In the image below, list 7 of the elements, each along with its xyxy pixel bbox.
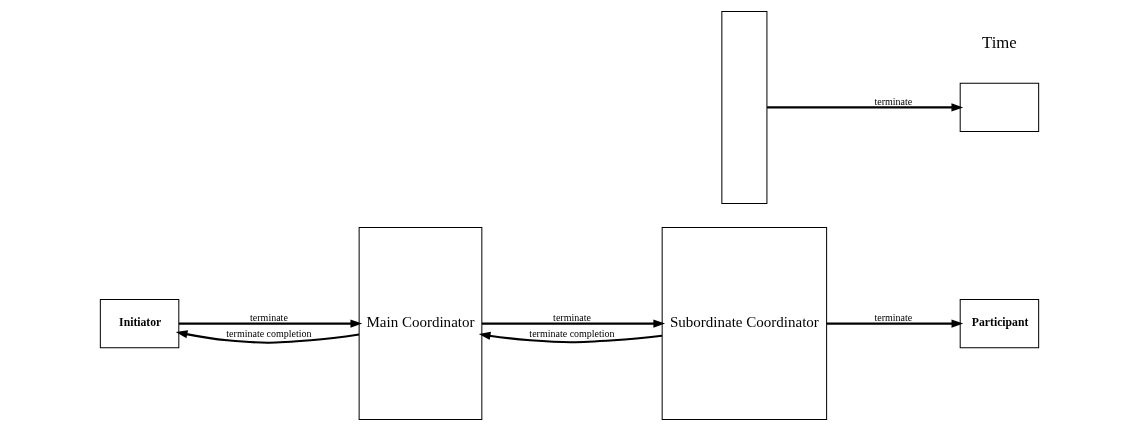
edge-label: terminate completion: [528, 328, 615, 340]
edge-label: terminate: [249, 311, 288, 323]
label: Time: [981, 33, 1017, 53]
edge-label: terminate completion: [225, 328, 312, 340]
edge-label: terminate: [874, 311, 912, 323]
edge-label: terminate: [874, 95, 912, 107]
edge-label: terminate: [552, 311, 591, 323]
